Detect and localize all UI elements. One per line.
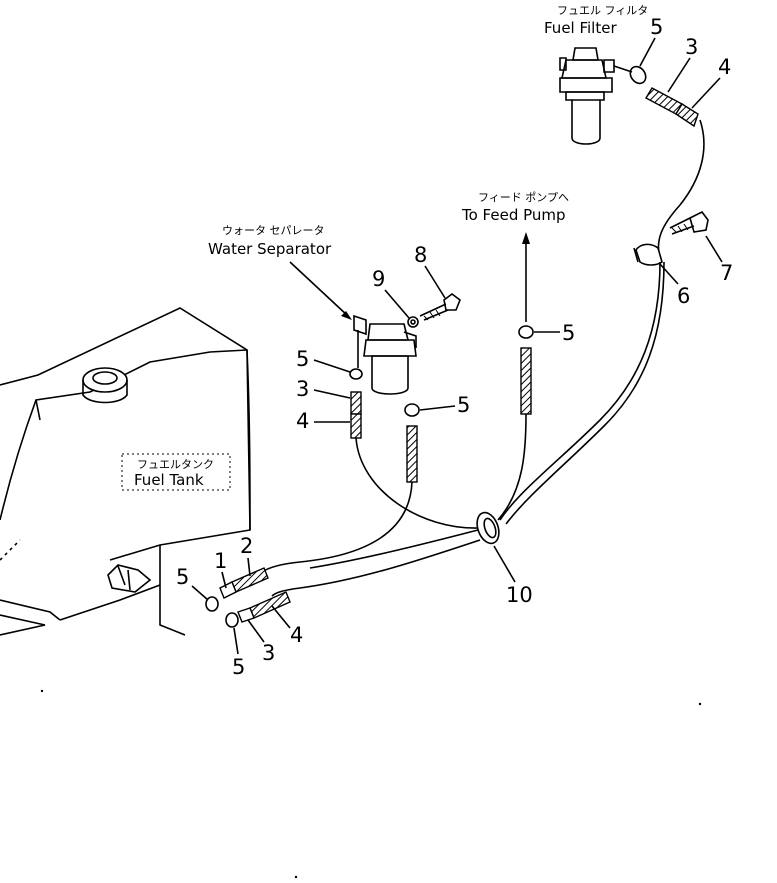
tank-hose-3 <box>237 607 255 623</box>
pump-hose <box>520 347 532 415</box>
tank-hose-4 <box>249 591 291 619</box>
callout-filter-clamp: 5 <box>650 15 663 39</box>
fuel-filter-label: フュエル フィルタ Fuel Filter <box>544 4 648 37</box>
callout-washer: 9 <box>372 267 385 291</box>
clip <box>633 243 663 266</box>
callout-tank-clamp-lower: 5 <box>232 655 245 679</box>
callout-bolt-right: 7 <box>720 261 733 285</box>
grommet <box>476 511 500 545</box>
callout-grommet: 10 <box>506 583 533 607</box>
fuel-tank-label-jp: フュエルタンク <box>137 458 214 471</box>
callout-sep-hose-4: 4 <box>296 409 309 433</box>
tank-clamp-lower <box>225 612 239 628</box>
filter-hose-3 <box>645 87 683 115</box>
tank-clamp-upper <box>205 596 219 612</box>
water-separator-label-jp: ウォータ セパレータ <box>222 224 325 237</box>
callout-bolt-top: 8 <box>414 243 427 267</box>
fuel-tank-label-en: Fuel Tank <box>134 471 204 489</box>
feed-pump-arrow <box>522 232 530 322</box>
fuel-filter-label-jp: フュエル フィルタ <box>557 4 648 17</box>
callout-filter-hose-4: 4 <box>718 55 731 79</box>
filter-clamp <box>629 65 647 85</box>
feed-pump-label-en: To Feed Pump <box>461 206 566 224</box>
sep-clamp-upper <box>349 368 363 380</box>
callouts: 5 3 4 7 6 8 9 5 5 3 4 5 10 1 2 5 4 3 <box>176 15 733 679</box>
callout-sep-clamp-right: 5 <box>457 393 470 417</box>
feed-pump-label-jp: フィード ポンプへ <box>478 191 569 204</box>
water-separator <box>353 314 417 395</box>
callout-sep-hose-3: 3 <box>296 377 309 401</box>
filter-hose-4 <box>675 103 699 128</box>
feed-pump-label: フィード ポンプへ To Feed Pump <box>461 191 569 224</box>
callout-tank-hose-3: 3 <box>262 641 275 665</box>
sep-hose-4 <box>350 413 362 439</box>
callout-tank-clamp-upper: 5 <box>176 565 189 589</box>
filler-cap <box>82 367 128 404</box>
callout-sep-clamp-upper: 5 <box>296 347 309 371</box>
fuel-filter <box>559 47 615 145</box>
fuel-filter-label-en: Fuel Filter <box>544 19 617 37</box>
sep-hose-right <box>406 425 418 483</box>
sep-clamp-right <box>404 403 420 417</box>
callout-tank-hose-2: 2 <box>240 534 253 558</box>
callout-tank-hose-1: 1 <box>214 549 227 573</box>
bolt-top <box>419 293 461 321</box>
tank-hose-1 <box>219 581 237 599</box>
callout-filter-hose-3: 3 <box>685 35 698 59</box>
callout-pump-clamp: 5 <box>562 321 575 345</box>
bolt-right <box>669 210 709 235</box>
fuel-tank-label: フュエルタンク Fuel Tank <box>121 453 231 491</box>
sep-hose-3 <box>350 391 362 415</box>
callout-clip: 6 <box>677 284 690 308</box>
pump-clamp <box>518 325 534 339</box>
water-separator-label: ウォータ セパレータ Water Separator <box>208 224 352 320</box>
callout-tank-hose-4: 4 <box>290 623 303 647</box>
washer <box>407 316 419 328</box>
water-separator-label-en: Water Separator <box>208 240 332 258</box>
fuel-tank <box>0 307 251 636</box>
